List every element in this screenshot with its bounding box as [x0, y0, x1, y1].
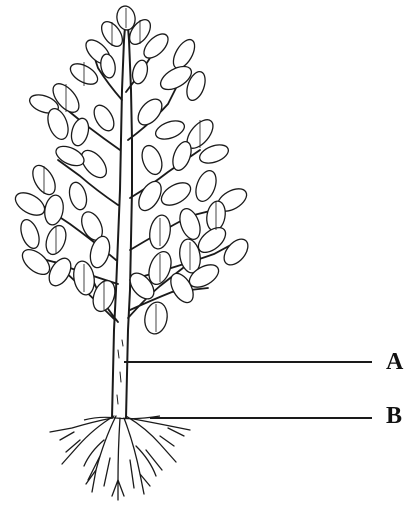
plant-stem [112, 14, 132, 418]
soil-line [84, 416, 160, 420]
label-a: A [386, 350, 403, 374]
label-b: B [386, 404, 402, 428]
plant-roots [50, 416, 190, 500]
